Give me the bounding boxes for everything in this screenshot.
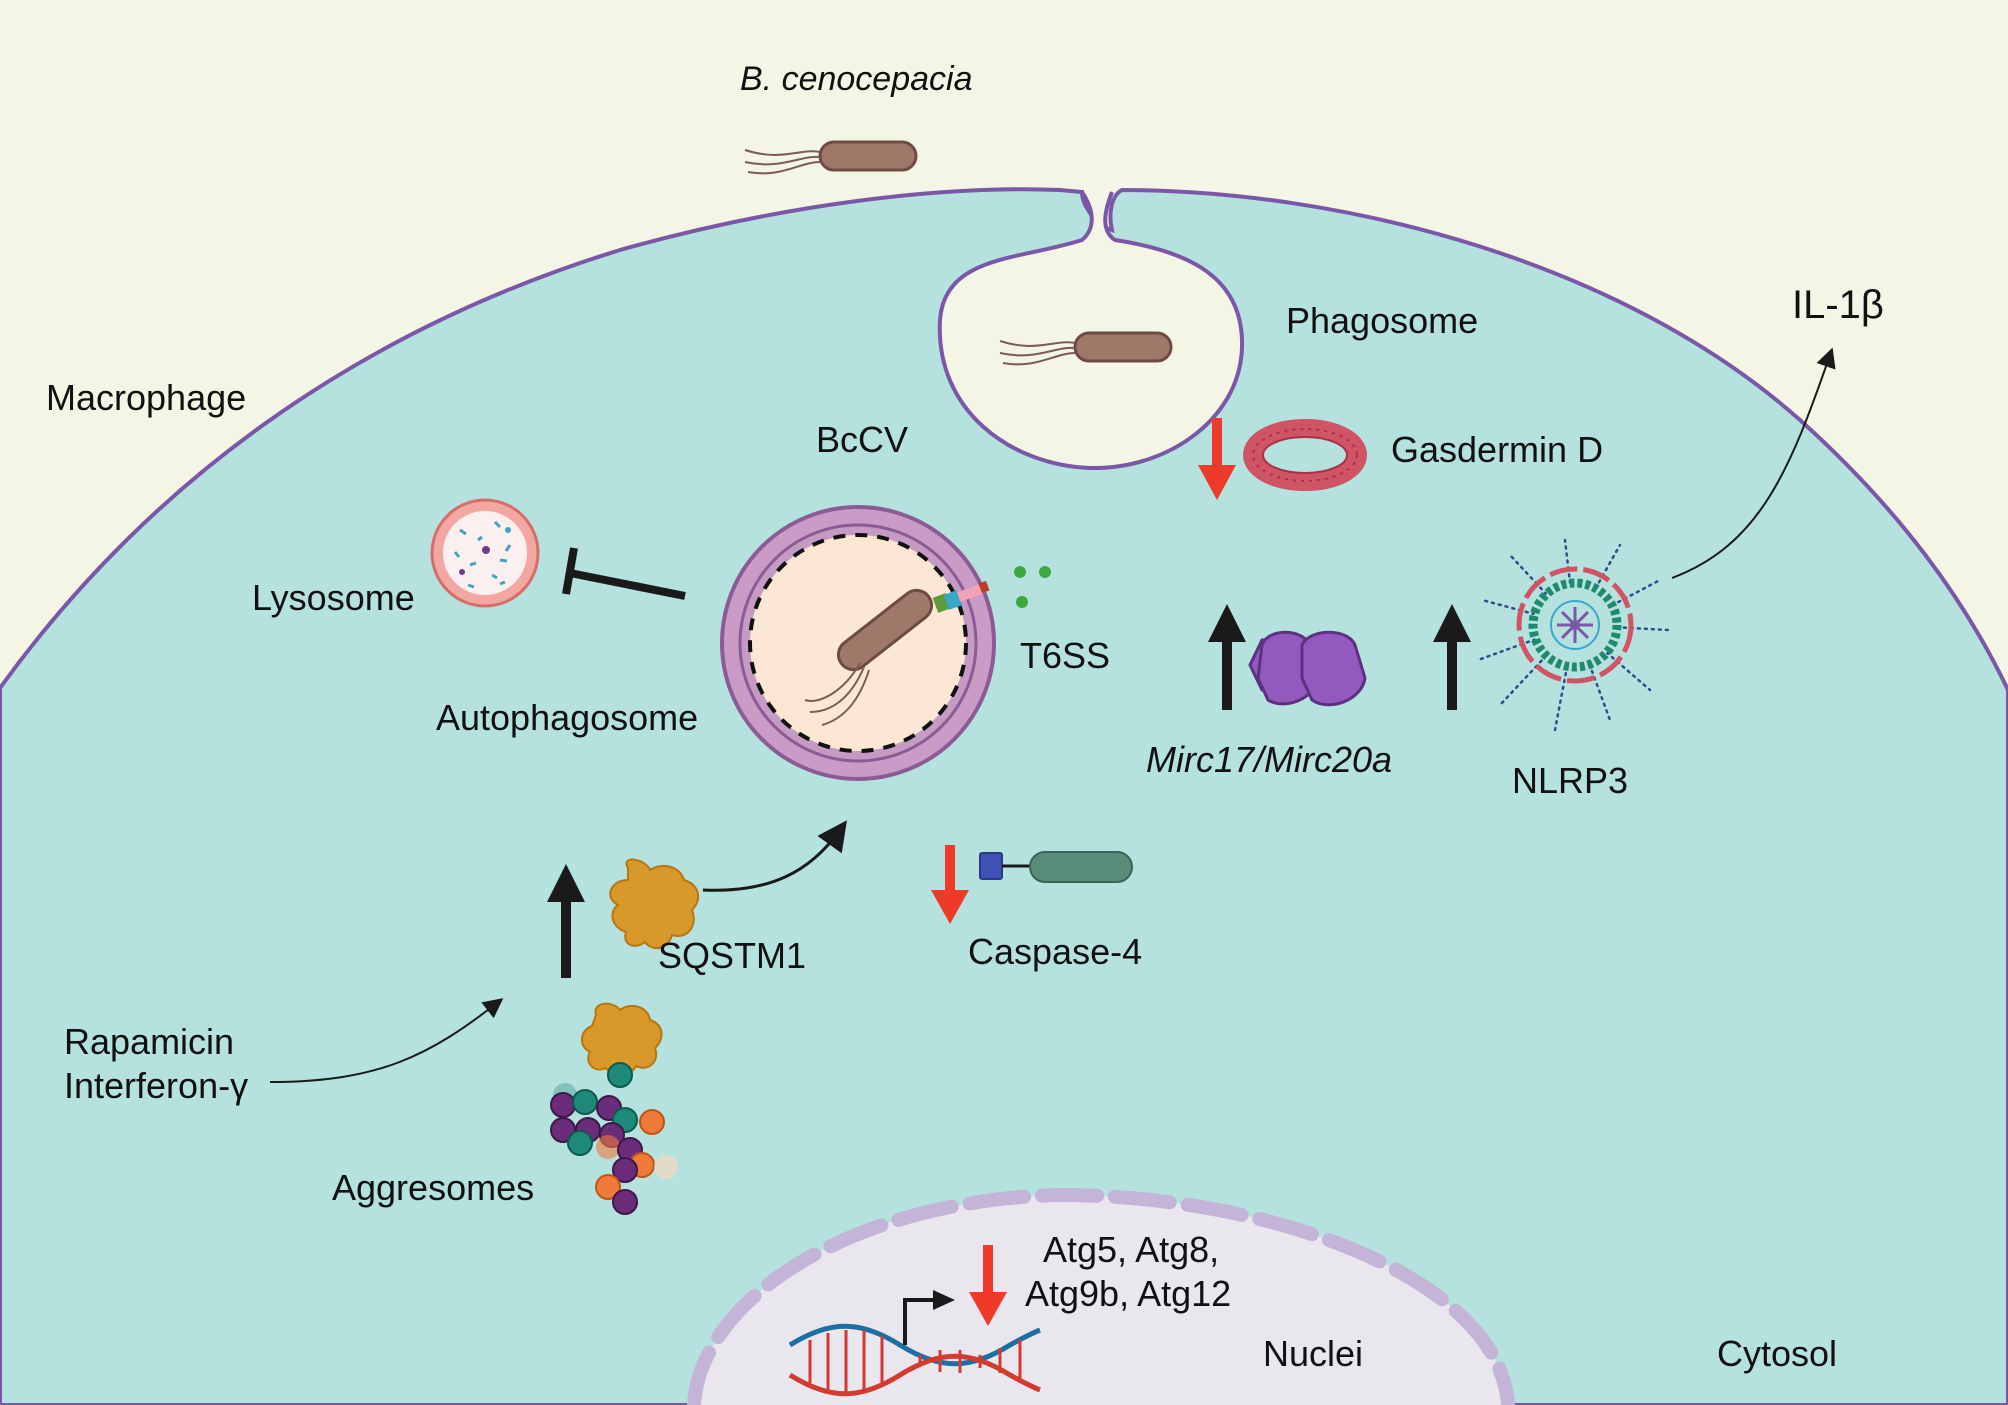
t6ss-label: T6SS bbox=[1020, 635, 1110, 676]
lysosome-label: Lysosome bbox=[252, 577, 415, 618]
mirc-label: Mirc17/Mirc20a bbox=[1146, 739, 1392, 780]
mirc-molecule-icon bbox=[1248, 630, 1367, 707]
gasdermin-label: Gasdermin D bbox=[1391, 429, 1603, 470]
caspase-4-icon bbox=[979, 851, 1133, 883]
il1b-release-arrow bbox=[1671, 347, 1836, 579]
caspase-label: Caspase-4 bbox=[968, 931, 1142, 972]
atg-down-arrow bbox=[969, 1245, 1007, 1326]
bacterium-in-phagosome bbox=[999, 331, 1173, 366]
sqstm1-up-arrow bbox=[547, 864, 585, 978]
sqstm1-protein-icon bbox=[609, 858, 700, 950]
gasdermin-d-pore bbox=[1243, 419, 1367, 491]
sqstm1-label: SQSTM1 bbox=[658, 935, 806, 976]
lysosome-icon bbox=[430, 498, 540, 608]
il1b-label: IL-1β bbox=[1792, 283, 1884, 327]
aggresomes-label: Aggresomes bbox=[332, 1167, 534, 1208]
bacterium-label: B. cenocepacia bbox=[740, 60, 973, 98]
bacterium-outside bbox=[744, 140, 918, 175]
rapamicin-label: Rapamicin bbox=[64, 1021, 234, 1062]
phagosome-membrane bbox=[937, 190, 1245, 471]
phagosome-label: Phagosome bbox=[1286, 300, 1478, 341]
nlrp3-label: NLRP3 bbox=[1512, 760, 1628, 801]
bccv-vacuole bbox=[720, 505, 996, 781]
autophagosome-label: Autophagosome bbox=[436, 697, 698, 738]
mirc-up-arrow bbox=[1208, 604, 1246, 710]
nlrp3-inflammasome bbox=[1476, 538, 1670, 732]
nlrp3-up-arrow bbox=[1433, 604, 1471, 710]
caspase-down-arrow bbox=[931, 845, 969, 924]
t6ss-effectors bbox=[1014, 566, 1051, 608]
inhibition-line bbox=[562, 547, 686, 600]
nucleus bbox=[687, 1187, 1515, 1405]
cytosol-label: Cytosol bbox=[1717, 1333, 1837, 1374]
atg-label-line1: Atg5, Atg8, bbox=[1043, 1229, 1219, 1270]
bccv-label: BcCV bbox=[816, 419, 908, 460]
interferon-label: Interferon-γ bbox=[64, 1065, 248, 1106]
gasdermin-down-arrow bbox=[1198, 418, 1236, 500]
macrophage-label: Macrophage bbox=[46, 377, 246, 418]
aggresome-cluster bbox=[550, 1002, 678, 1215]
nuclei-label: Nuclei bbox=[1263, 1333, 1363, 1374]
atg-label-line2: Atg9b, Atg12 bbox=[1025, 1273, 1231, 1314]
dna-helix-icon bbox=[788, 1290, 1041, 1397]
sqstm1-to-bccv-arrow bbox=[702, 820, 847, 892]
treatment-arrow bbox=[269, 998, 504, 1083]
